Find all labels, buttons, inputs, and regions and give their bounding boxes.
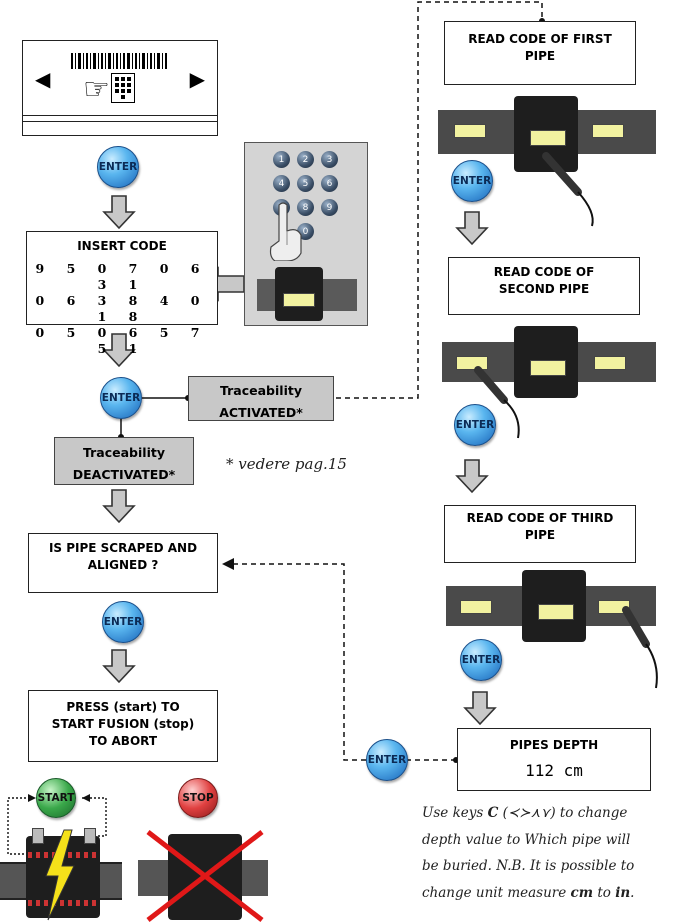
unit-cm-label: cm <box>570 884 594 901</box>
unit-in-label: in <box>615 884 631 901</box>
enter-button[interactable]: ENTER <box>460 639 502 681</box>
stop-button[interactable]: STOP <box>178 778 218 818</box>
cancel-x-icon <box>146 830 264 922</box>
read-first-pipe-text: PIPE <box>524 49 556 63</box>
code-row: 0 6 3 8 4 0 1 8 <box>35 293 209 324</box>
press-start-box: PRESS (start) TO START FUSION (stop) TO … <box>28 690 218 762</box>
read-second-pipe-text: READ CODE OF <box>493 265 595 279</box>
traceability-activated-status: ACTIVATED* <box>219 405 303 420</box>
flow-arrow-down <box>103 649 135 683</box>
read-third-pipe-box: READ CODE OF THIRD PIPE <box>444 505 636 563</box>
enter-button[interactable]: ENTER <box>451 160 493 202</box>
flow-arrow-down <box>103 489 135 523</box>
display-left-arrow-icon: ◀ <box>35 67 51 91</box>
enter-button[interactable]: ENTER <box>102 601 144 643</box>
start-button[interactable]: START <box>36 778 76 818</box>
enter-button[interactable]: ENTER <box>366 739 408 781</box>
pipes-depth-box: PIPES DEPTH 112 cm <box>457 728 651 791</box>
insert-code-title: INSERT CODE <box>77 239 167 253</box>
hand-pointer-icon: ☞ <box>83 72 110 107</box>
traceability-deactivated-label: Traceability <box>82 445 165 460</box>
keypad-key-8[interactable]: 8 <box>297 199 314 216</box>
keypad-key-4[interactable]: 4 <box>273 175 290 192</box>
scan-third-pipe-image <box>446 568 660 692</box>
pipe-scraped-text: ALIGNED ? <box>87 558 159 572</box>
keypad-key-1[interactable]: 1 <box>273 151 290 168</box>
flow-arrow-down <box>456 459 488 493</box>
keypad-icon <box>111 73 135 103</box>
lightning-bolt-icon <box>45 829 75 921</box>
scan-first-pipe-image <box>438 94 656 234</box>
scan-second-pipe-image <box>442 320 656 450</box>
device-display: ◀ ▶ ☞ <box>22 40 218 136</box>
code-row: 9 5 0 7 0 6 3 1 <box>35 261 209 292</box>
depth-instructions: Use keys C (≺≻⋏⋎) to change depth value … <box>422 805 635 901</box>
enter-button[interactable]: ENTER <box>454 404 496 446</box>
key-c-label: C <box>487 805 499 821</box>
page-reference-note: * vedere pag.15 <box>226 455 347 473</box>
read-second-pipe-text: SECOND PIPE <box>498 282 590 296</box>
keypad-key-9[interactable]: 9 <box>321 199 338 216</box>
traceability-deactivated-box: Traceability DEACTIVATED* <box>54 437 194 485</box>
read-second-pipe-box: READ CODE OF SECOND PIPE <box>448 257 640 315</box>
pipes-depth-value: 112 cm <box>525 761 583 780</box>
press-start-text: PRESS (start) TO <box>66 700 180 714</box>
insert-code-box: INSERT CODE 9 5 0 7 0 6 3 1 0 6 3 8 4 0 … <box>26 231 218 356</box>
enter-button[interactable]: ENTER <box>97 146 139 188</box>
pipe-scraped-text: IS PIPE SCRAPED AND <box>48 541 198 555</box>
flow-arrow-down <box>464 691 496 725</box>
read-third-pipe-text: PIPE <box>524 528 556 542</box>
press-start-text: START FUSION (stop) <box>51 717 195 731</box>
code-row: 0 5 0 6 5 7 5 1 <box>35 325 209 356</box>
display-right-arrow-icon: ▶ <box>189 67 205 91</box>
abort-fusion-image <box>138 828 268 923</box>
enter-button[interactable]: ENTER <box>100 377 142 419</box>
pipes-depth-title: PIPES DEPTH <box>509 738 599 752</box>
finger-press-icon <box>269 202 302 261</box>
keypad-key-2[interactable]: 2 <box>297 151 314 168</box>
keypad-key-6[interactable]: 6 <box>321 175 338 192</box>
barcode-label <box>283 293 315 307</box>
read-third-pipe-text: READ CODE OF THIRD <box>466 511 614 525</box>
keypad-key-3[interactable]: 3 <box>321 151 338 168</box>
keypad-panel: 1234567890 <box>244 142 368 326</box>
fusion-in-progress-image <box>0 828 122 923</box>
barcode-icon <box>71 53 167 69</box>
press-start-text: TO ABORT <box>88 734 158 748</box>
read-first-pipe-text: READ CODE OF FIRST <box>468 32 612 46</box>
pipe-scraped-box: IS PIPE SCRAPED AND ALIGNED ? <box>28 533 218 593</box>
traceability-deactivated-status: DEACTIVATED* <box>72 467 176 482</box>
traceability-activated-label: Traceability <box>219 383 302 398</box>
traceability-activated-box: Traceability ACTIVATED* <box>188 376 334 421</box>
read-first-pipe-box: READ CODE OF FIRST PIPE <box>444 21 636 85</box>
keypad-key-5[interactable]: 5 <box>297 175 314 192</box>
flow-arrow-down <box>103 195 135 229</box>
